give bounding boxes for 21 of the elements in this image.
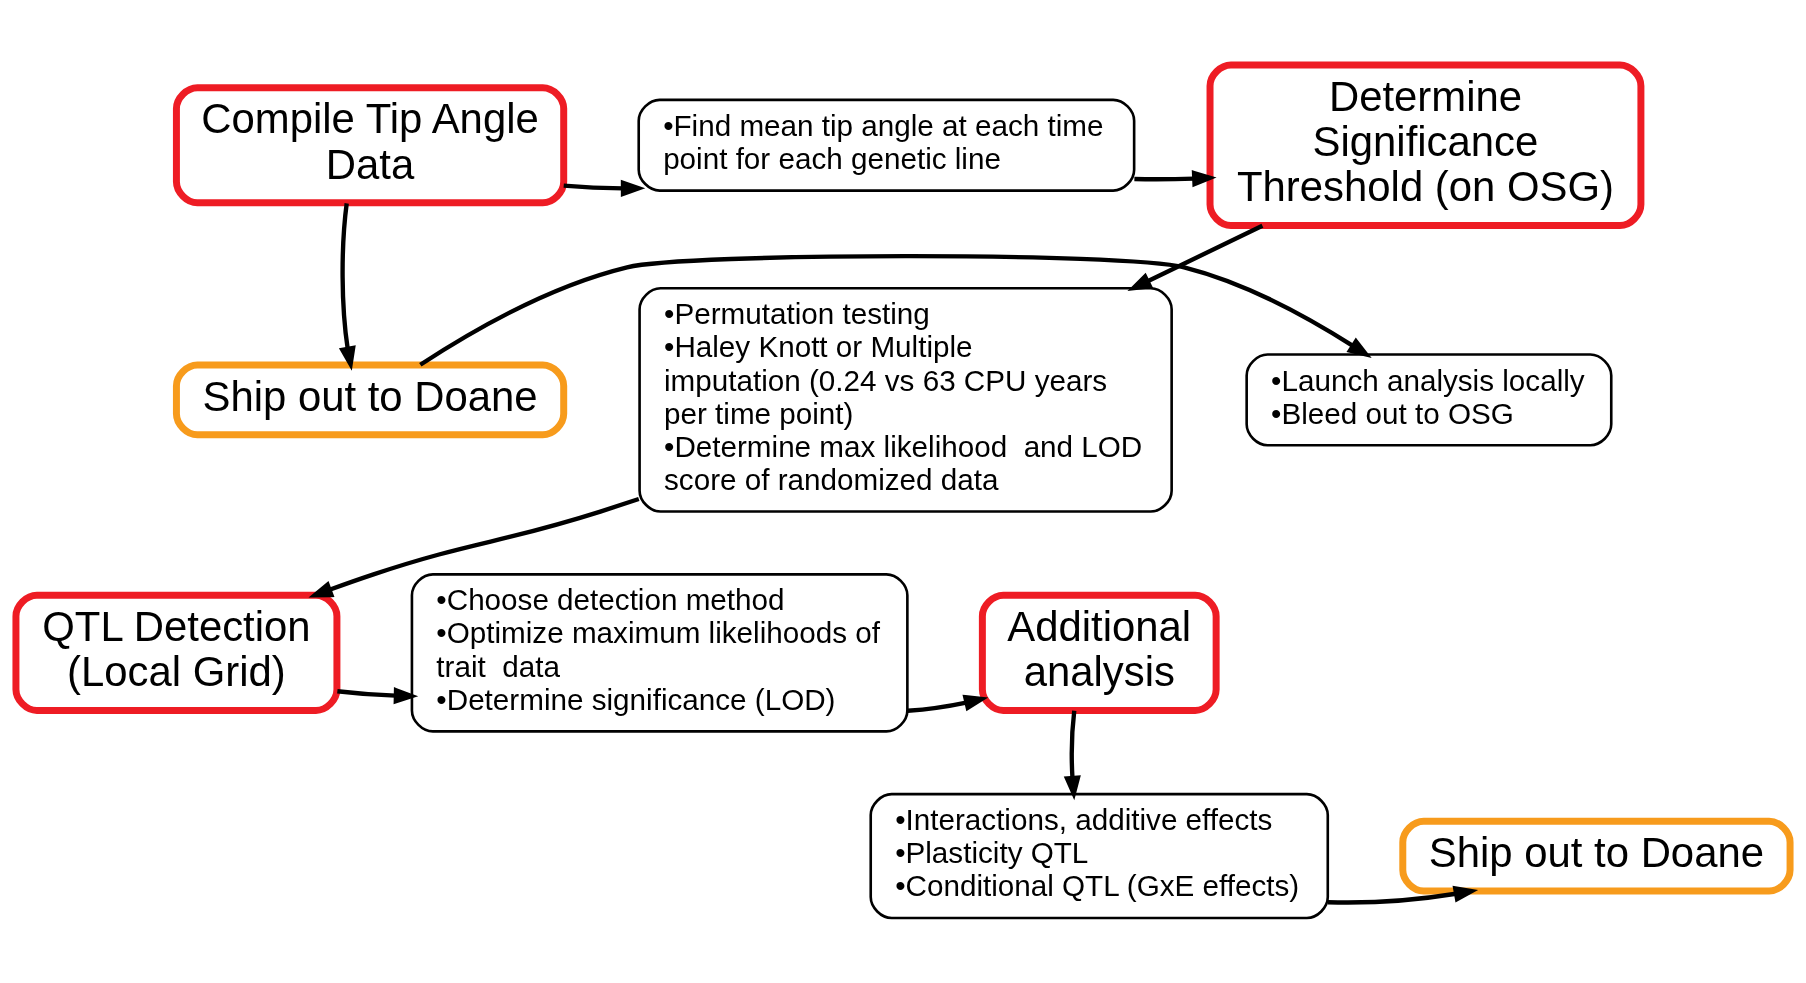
arrow	[338, 203, 356, 371]
node-box: •Interactions, additive effects •Plasticity QTL •Conditional QTL (GxE effects)	[869, 792, 1330, 920]
arrow	[419, 254, 1372, 367]
node-box: Ship out to Doane	[172, 361, 568, 439]
node-box: Ship out to Doane	[1399, 817, 1794, 895]
arrow	[563, 179, 646, 197]
arrow	[907, 694, 989, 713]
node-box: •Find mean tip angle at each time point for each genetic line	[637, 98, 1136, 192]
node-box: Determine Significance Threshold (on OSG)	[1206, 61, 1645, 229]
node-box: •Launch analysis locally •Bleed out to OSG	[1245, 353, 1613, 447]
arrow	[1127, 223, 1264, 292]
node-box: •Choose detection method •Optimize maximum likelihoods of trait data •Determine significance (LOD)	[410, 573, 909, 733]
node-box: Additional analysis	[978, 591, 1220, 714]
node-box: QTL Detection (Local Grid)	[12, 591, 341, 714]
arrow	[1063, 710, 1081, 801]
node-box: •Permutation testing •Haley Knott or Multiple imputation (0.24 vs 63 CPU years per time point) •Determine max likelihood and LOD score of randomized data	[638, 286, 1173, 513]
arrow	[1327, 885, 1479, 905]
arrow	[1134, 170, 1217, 188]
arrow	[337, 687, 419, 705]
node-box: Compile Tip Angle Data	[172, 84, 568, 207]
arrow	[308, 496, 640, 598]
